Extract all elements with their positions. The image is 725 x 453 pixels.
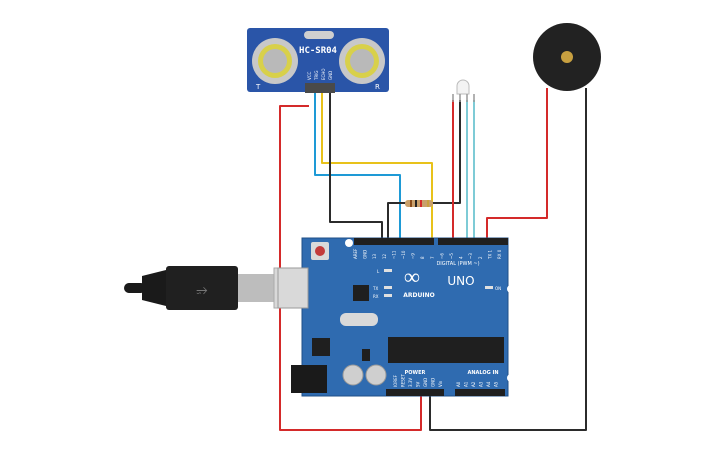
digital-pin-label-6: ~9: [411, 253, 416, 259]
digital-pin-label-0: AREF: [353, 248, 358, 259]
arduino-infinity-icon: ∞: [404, 264, 420, 289]
digital-pin-label-5: ~10: [401, 250, 406, 259]
power-pin-label-2: 3.3V: [408, 378, 413, 387]
wire-sensor-trig: [314, 92, 401, 238]
analog-pin-label-5: A5: [494, 381, 499, 387]
led-l-label: L: [377, 269, 380, 274]
analog-pin-label-0: A0: [456, 381, 461, 387]
analog-pin-label-3: A3: [479, 381, 484, 387]
wire-sensor-echo: [321, 92, 433, 238]
digital-pin-label-9: ~6: [439, 253, 444, 259]
sensor-title: HC-SR04: [299, 46, 338, 56]
sensor-pin-trig: TRIG: [314, 70, 319, 81]
power-pin-label-0: IOREF: [393, 374, 398, 387]
power-pin-label-4: GND: [423, 378, 428, 387]
sensor-pin-echo: ECHO: [321, 69, 326, 80]
wire-sensor-vcc: [279, 105, 422, 431]
analog-pin-label-4: A4: [486, 381, 491, 387]
digital-pin-label-14: TX 1: [487, 250, 492, 260]
buzzer: [533, 23, 601, 91]
sensor-pin-gnd: GND: [328, 71, 333, 80]
digital-pin-label-1: GND: [363, 250, 368, 259]
digital-pin-label-10: ~5: [449, 253, 454, 259]
wire-buzzer-gnd: [429, 88, 587, 431]
analog-pin-label-2: A2: [471, 381, 476, 387]
power-label: POWER: [405, 370, 426, 376]
digital-pin-labels: AREF GND 13 12 ~11 ~10 ~9 8 7 ~6 ~5 4 ~3 2 TX 1 RX 0: [353, 248, 502, 260]
sensor-mark-r: R: [375, 83, 380, 91]
power-pin-label-1: RESET: [401, 374, 406, 387]
wire-buzzer-pos: [486, 88, 548, 238]
wires: [279, 88, 587, 431]
arduino-board: L TX RX ON ∞ ARDUINO UNO DIGITAL (PWM ~)…: [277, 237, 515, 397]
wire-sensor-gnd: [329, 92, 383, 238]
digital-label: DIGITAL (PWM ~): [436, 261, 479, 267]
ultrasonic-sensor: HC-SR04 T R VCC TRIG ECHO GND: [247, 28, 389, 93]
digital-pin-label-15: RX 0: [497, 249, 502, 259]
power-pin-label-6: Vin: [438, 380, 443, 387]
wire-resistor-gnd: [387, 202, 407, 238]
power-pin-label-5: GND: [431, 378, 436, 387]
digital-pin-label-13: 2: [478, 256, 483, 259]
rgb-led: [452, 79, 475, 102]
sensor-pin-labels: VCC TRIG ECHO GND: [307, 69, 333, 81]
board-model: UNO: [447, 274, 474, 288]
digital-pin-label-7: 8: [420, 256, 425, 259]
board-logo: ARDUINO: [403, 292, 434, 299]
sensor-pin-vcc: VCC: [307, 71, 312, 80]
usb-icon: ⭌: [196, 283, 207, 298]
analog-pin-label-1: A1: [464, 381, 469, 387]
led-rx-label: RX: [373, 294, 379, 299]
led-tx-label: TX: [372, 286, 378, 291]
power-pin-label-3: 5V: [416, 381, 421, 387]
digital-pin-label-11: 4: [459, 256, 464, 259]
digital-pin-label-3: 12: [382, 253, 387, 259]
digital-pin-label-12: ~3: [468, 253, 473, 259]
sensor-mark-t: T: [255, 83, 261, 91]
resistor: [405, 200, 433, 207]
analog-label: ANALOG IN: [467, 370, 498, 376]
digital-pin-label-2: 13: [372, 253, 377, 259]
digital-pin-label-8: 7: [430, 256, 435, 259]
wire-led-cathode: [432, 100, 461, 204]
digital-pin-label-4: ~11: [391, 250, 396, 259]
led-on-label: ON: [495, 286, 501, 291]
